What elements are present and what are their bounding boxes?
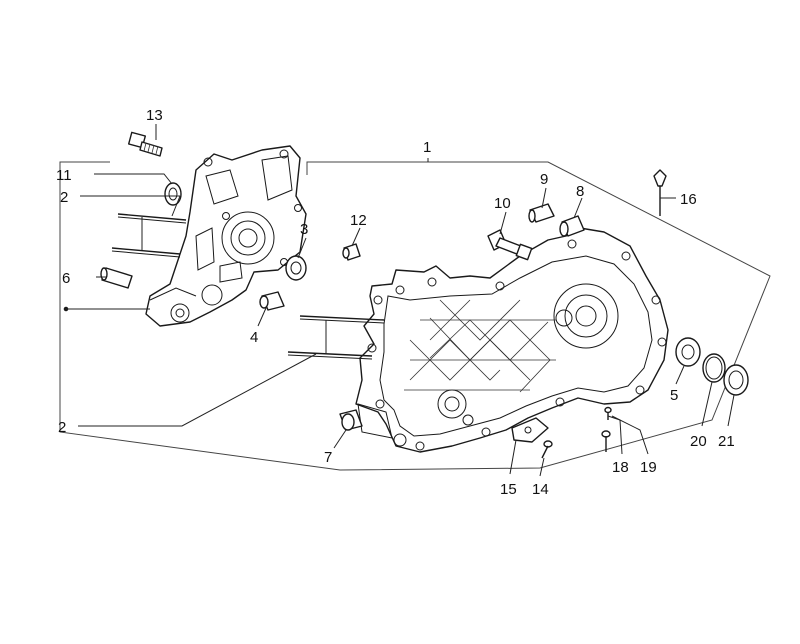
part-18-screw: [601, 430, 611, 452]
callout-16: 16: [680, 191, 697, 208]
part-11-oil-seal: [164, 182, 182, 206]
part-16-breather: [653, 169, 667, 216]
callout-10: 10: [494, 195, 511, 212]
callout-2-upper: 2: [60, 189, 68, 206]
callout-14: 14: [532, 481, 549, 498]
callout-18: 18: [612, 459, 629, 476]
callout-7: 7: [324, 449, 332, 466]
callout-12: 12: [350, 212, 367, 229]
part-9-dowel: [528, 203, 555, 223]
part-13-bolt: [127, 131, 163, 157]
callout-13: 13: [146, 107, 163, 124]
callout-20: 20: [690, 433, 707, 450]
callout-15: 15: [500, 481, 517, 498]
callout-4: 4: [250, 329, 258, 346]
part-12-dowel: [342, 243, 361, 261]
part-21-oil-seal: [723, 364, 749, 396]
callout-1: 1: [423, 139, 431, 156]
right-crankcase-half: [355, 227, 669, 453]
callout-numbers: 1 13 11 2 6 3 4 12 2 7 10 9 8 16 5 20 21…: [56, 107, 735, 498]
part-10-bolt: [487, 229, 533, 261]
part-6-dowel: [100, 267, 133, 289]
callout-5: 5: [670, 387, 678, 404]
part-2-studs-right: [287, 315, 385, 360]
callout-21: 21: [718, 433, 735, 450]
callout-6: 6: [62, 270, 70, 287]
callout-9: 9: [540, 171, 548, 188]
callout-11: 11: [56, 167, 72, 184]
part-8-bushing: [559, 215, 585, 237]
leader-lines: [66, 124, 735, 477]
callout-8: 8: [576, 183, 584, 200]
part-14-screw: [541, 440, 553, 459]
part-19-screw: [604, 406, 612, 420]
part-7-bushing: [339, 409, 363, 431]
part-3-bearing: [285, 255, 307, 281]
callout-3: 3: [300, 221, 308, 238]
part-2-studs-left: [111, 213, 187, 258]
part-4-bushing: [259, 291, 285, 311]
callout-19: 19: [640, 459, 657, 476]
part-5-bearing: [675, 337, 701, 367]
part-15-bracket: [511, 417, 549, 443]
part-20-circlip: [702, 353, 726, 383]
callout-2-lower: 2: [58, 419, 66, 436]
left-crankcase-half: [145, 145, 307, 327]
